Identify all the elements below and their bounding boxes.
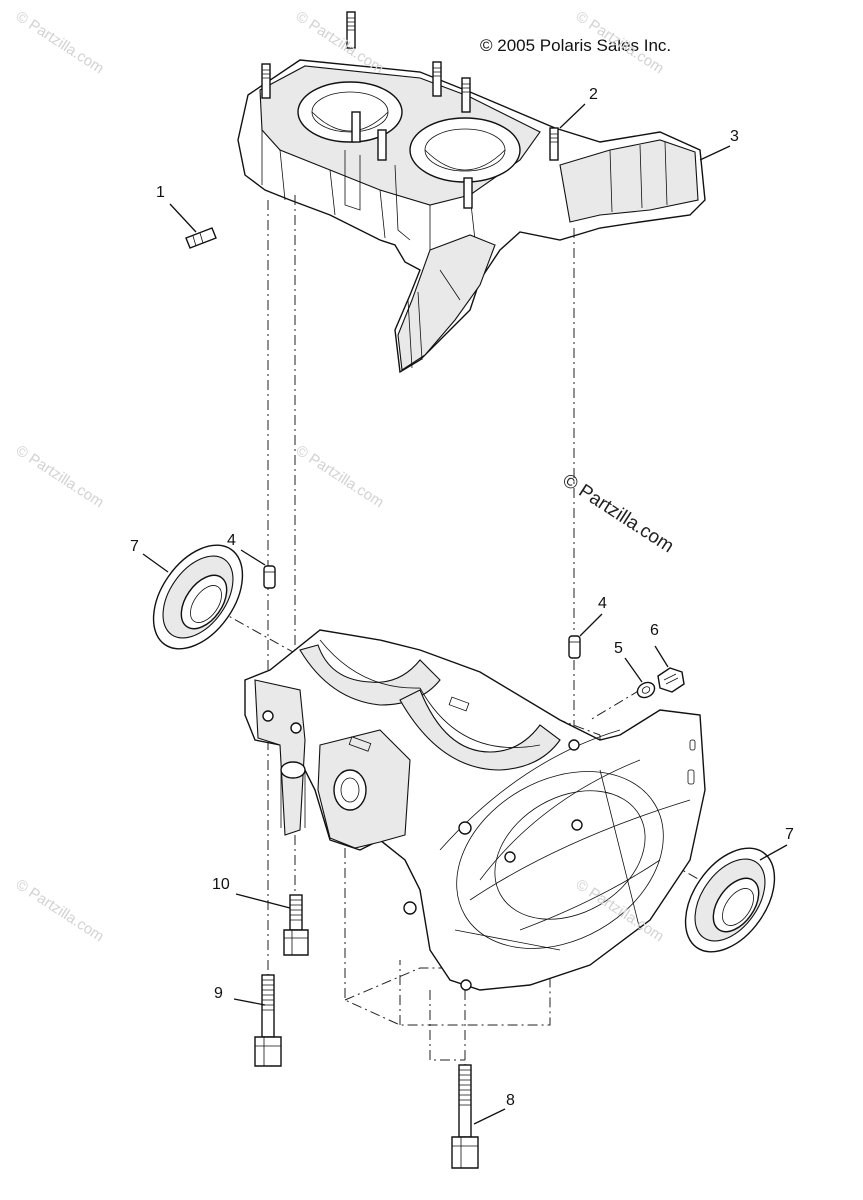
bolt-10 <box>283 894 309 956</box>
callout-10: 10 <box>212 876 230 893</box>
crank-seal-7-right <box>684 847 776 953</box>
callout-3: 3 <box>730 128 739 145</box>
callout-leaders <box>142 103 788 1125</box>
crank-seal-7-left <box>152 544 244 650</box>
cylinder-studs <box>261 11 559 209</box>
drain-plug-6 <box>657 667 685 693</box>
sealing-washer-5 <box>636 681 656 699</box>
callout-4: 4 <box>598 595 607 612</box>
callout-9: 9 <box>214 985 223 1002</box>
dowel-pin-4-right <box>568 635 581 659</box>
copyright-notice: © 2005 Polaris Sales Inc. <box>480 36 672 55</box>
bolt-9 <box>254 974 282 1067</box>
upper-crankcase <box>237 11 706 374</box>
dowel-pin-1 <box>185 227 217 249</box>
callout-7: 7 <box>130 538 139 555</box>
callout-2: 2 <box>589 86 598 103</box>
callout-8: 8 <box>506 1092 515 1109</box>
callout-4: 4 <box>227 532 236 549</box>
bolt-8 <box>451 1064 479 1169</box>
callout-7: 7 <box>785 826 794 843</box>
callout-5: 5 <box>614 640 623 657</box>
callout-6: 6 <box>650 622 659 639</box>
lower-crankcase <box>244 629 706 991</box>
dowel-pin-4-left <box>263 565 276 589</box>
callout-1: 1 <box>156 184 165 201</box>
stud-2 <box>549 127 559 161</box>
